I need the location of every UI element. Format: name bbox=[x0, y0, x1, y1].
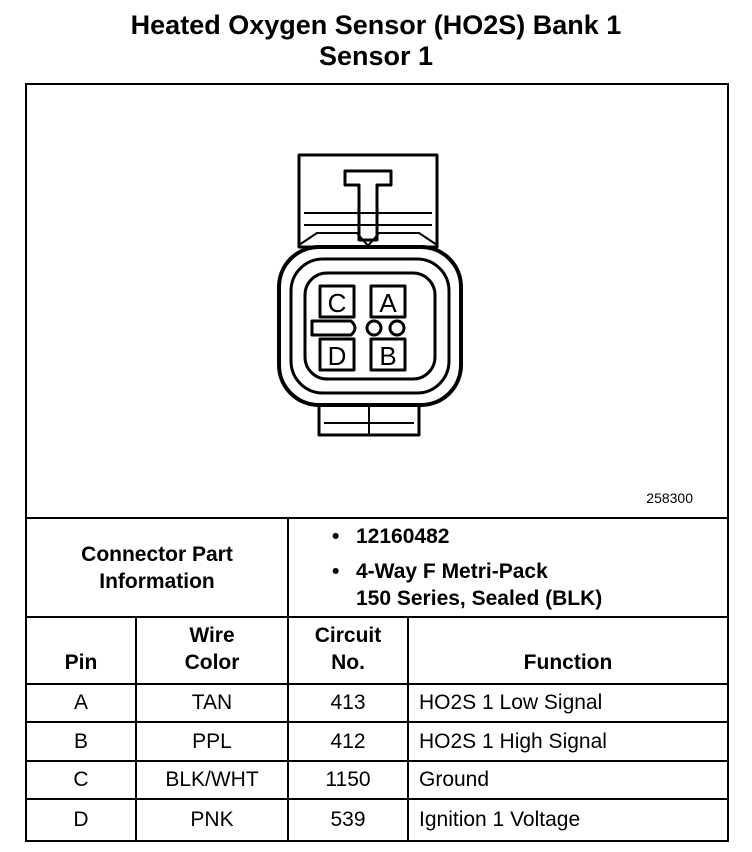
seal-hole-right bbox=[388, 319, 406, 337]
connector-part-label-line-1: Connector Part bbox=[81, 542, 233, 566]
connector-face-drawing: C A D B bbox=[277, 153, 463, 437]
title-line-2: Sensor 1 bbox=[318, 41, 434, 71]
table-cell-pin: D bbox=[73, 808, 89, 831]
table-cell-function: HO2S 1 High Signal bbox=[419, 729, 607, 753]
connector-part-info: • 12160482 • 4-Way F Metri-Pack 150 Seri… bbox=[332, 523, 602, 612]
table-cell-wire-color: PNK bbox=[190, 808, 234, 831]
part-description-line-2: 150 Series, Sealed (BLK) bbox=[356, 587, 603, 610]
table-cell-wire-color: TAN bbox=[191, 691, 233, 714]
pin-label-b: B bbox=[379, 341, 396, 371]
header-wire-color-line-1: Wire bbox=[189, 624, 235, 647]
page-title: Heated Oxygen Sensor (HO2S) Bank 1 Senso… bbox=[0, 10, 752, 72]
divider bbox=[27, 798, 727, 800]
pin-label-c: C bbox=[328, 288, 347, 318]
divider bbox=[287, 517, 289, 616]
table-cell-wire-color: PPL bbox=[192, 729, 232, 753]
divider bbox=[407, 616, 409, 840]
header-circuit: Circuit No. bbox=[289, 622, 407, 676]
header-wire-color: Wire Color bbox=[137, 622, 287, 676]
divider bbox=[27, 517, 727, 519]
part-description-line-1: 4-Way F Metri-Pack bbox=[356, 560, 548, 583]
connector-part-label: Connector Part Information bbox=[27, 519, 287, 616]
table-cell-circuit: 412 bbox=[330, 729, 366, 753]
list-item: • 12160482 bbox=[332, 523, 602, 550]
header-wire-color-line-2: Color bbox=[184, 651, 240, 674]
divider bbox=[27, 721, 727, 723]
connector-part-label-line-2: Information bbox=[99, 569, 215, 593]
divider bbox=[27, 616, 727, 618]
list-item: • 4-Way F Metri-Pack 150 Series, Sealed … bbox=[332, 558, 602, 612]
connector-diagram: C A D B 258300 bbox=[27, 85, 727, 517]
table-cell-circuit: 413 bbox=[330, 691, 366, 714]
bullet-icon: • bbox=[332, 525, 340, 548]
cavity-d bbox=[318, 337, 356, 372]
cavity-b bbox=[369, 337, 407, 372]
table-cell-wire-color: BLK/WHT bbox=[165, 768, 259, 791]
header-circuit-line-1: Circuit bbox=[314, 624, 382, 647]
table-cell-function: HO2S 1 Low Signal bbox=[419, 691, 603, 714]
table-cell-function: Ground bbox=[419, 768, 490, 791]
divider bbox=[27, 760, 727, 762]
document-frame: C A D B 258300 Connector Part Informatio… bbox=[25, 83, 729, 842]
t-latch bbox=[343, 169, 393, 242]
title-line-1: Heated Oxygen Sensor (HO2S) Bank 1 bbox=[130, 10, 622, 40]
part-number: 12160482 bbox=[356, 525, 450, 548]
table-cell-circuit: 1150 bbox=[325, 768, 371, 791]
cavity-c bbox=[318, 284, 356, 319]
cavity-a bbox=[369, 284, 407, 319]
pin-label-d: D bbox=[328, 341, 347, 371]
bullet-icon: • bbox=[332, 560, 340, 583]
table-cell-pin: A bbox=[73, 691, 88, 714]
table-cell-pin: B bbox=[73, 729, 88, 753]
header-function: Function bbox=[523, 651, 613, 674]
table-cell-pin: C bbox=[73, 768, 89, 791]
divider bbox=[27, 683, 727, 685]
header-circuit-line-2: No. bbox=[331, 651, 365, 674]
table-cell-circuit: 539 bbox=[330, 808, 366, 831]
divider bbox=[135, 616, 137, 840]
polarizing-key bbox=[310, 319, 357, 337]
figure-number: 258300 bbox=[646, 490, 693, 506]
pin-label-a: A bbox=[379, 288, 397, 318]
seal-hole-left bbox=[365, 319, 383, 337]
divider bbox=[287, 616, 289, 840]
header-pin: Pin bbox=[64, 651, 98, 674]
table-cell-function: Ignition 1 Voltage bbox=[419, 808, 581, 831]
